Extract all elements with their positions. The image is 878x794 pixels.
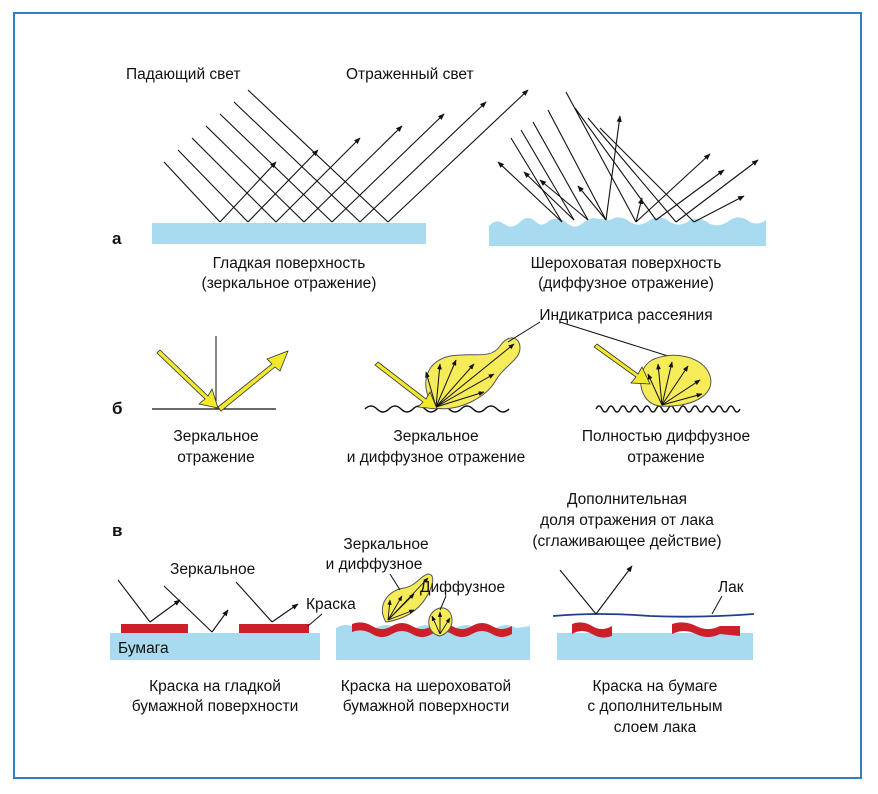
caption-rough-line-2: бумажной поверхности xyxy=(343,698,509,715)
indicatrix-label: Индикатриса рассеяния xyxy=(539,307,712,324)
varnish-pointer xyxy=(711,595,723,615)
caption-varnish-line-1: Краска на бумаге xyxy=(593,678,718,695)
rough-caption-line-1: Шероховатая поверхность xyxy=(531,255,722,272)
mirror-caption-line-1: Зеркальное xyxy=(173,428,258,445)
caption-varnish-line-3: слоем лака xyxy=(614,719,697,736)
mirror-caption-line-2: отражение xyxy=(177,449,254,466)
caption-smooth-line-1: Краска на гладкой xyxy=(149,678,281,695)
ink-patch-2 xyxy=(239,624,309,633)
varnish-paper xyxy=(557,633,753,660)
reflected-light-label: Отраженный свет xyxy=(346,66,474,83)
rough-caption-line-2: (диффузное отражение) xyxy=(538,275,714,292)
diffuse-reflection-diagram xyxy=(593,343,741,413)
incident-ray xyxy=(177,149,249,223)
smooth-caption-line-1: Гладкая поверхность xyxy=(213,255,366,272)
reflected-ray xyxy=(219,161,277,223)
smooth-surface-rays xyxy=(163,89,529,223)
section-a-letter: а xyxy=(112,229,122,248)
varnish-rays xyxy=(559,565,633,615)
smooth-surface xyxy=(152,223,426,244)
ink-label: Краска xyxy=(306,596,356,613)
incident-ray xyxy=(219,113,333,223)
varnish-layer xyxy=(552,613,755,618)
indicatrix-pointer-2 xyxy=(559,321,669,357)
diffuse-incident-arrow xyxy=(593,343,651,385)
varnish-note-line-1: Дополнительная xyxy=(567,491,687,508)
incident-ray xyxy=(247,89,389,223)
smooth-paper xyxy=(110,633,320,660)
ink-patch-1 xyxy=(121,624,188,633)
incident-beam-arrow xyxy=(156,349,219,409)
ink-pointer xyxy=(307,613,323,627)
mixed-label-line-2: и диффузное xyxy=(326,556,423,573)
rough-surface xyxy=(489,217,766,246)
diffuse-caption-line-1: Полностью диффузное xyxy=(582,428,750,445)
reflected-ray xyxy=(247,149,319,223)
varnish-ink-patch-2 xyxy=(672,622,740,637)
reflected-ray xyxy=(303,125,403,223)
mixed-incident-arrow xyxy=(374,361,438,410)
paper-label: Бумага xyxy=(118,640,169,657)
smooth-caption-line-2: (зеркальное отражение) xyxy=(202,275,377,292)
incident-ray xyxy=(205,125,305,223)
caption-smooth-line-2: бумажной поверхности xyxy=(132,698,298,715)
incident-light-label: Падающий свет xyxy=(126,66,240,83)
mixed-indicatrix-lobe xyxy=(425,337,521,410)
varnish-note-line-3: (сглаживающее действие) xyxy=(532,533,721,550)
diffuse-caption-line-2: отражение xyxy=(627,449,704,466)
varnish-ink-patch-1 xyxy=(572,622,612,638)
indicatrix-pointer-1 xyxy=(507,321,541,343)
reflected-ray xyxy=(387,89,529,223)
varnish-label: Лак xyxy=(718,579,744,596)
incident-ray xyxy=(233,101,361,223)
incident-ray xyxy=(163,161,221,223)
mixed-reflection-diagram xyxy=(364,337,521,413)
section-b: б Зеркальное отражение Индикат xyxy=(112,307,750,466)
caption-rough-line-1: Краска на шероховатой xyxy=(341,678,511,695)
mixed-caption-line-1: Зеркальное xyxy=(393,428,478,445)
section-b-letter: б xyxy=(112,399,123,418)
mixed-pointer xyxy=(389,573,401,591)
incident-ray xyxy=(191,137,277,223)
section-c-letter: в xyxy=(112,521,122,540)
reflected-ray xyxy=(331,113,445,223)
rough-surface-rays xyxy=(497,91,759,223)
diffuse-label: Диффузное xyxy=(420,579,505,596)
reflected-beam-arrow xyxy=(217,350,289,412)
mirror-reflection-diagram xyxy=(152,336,289,412)
reflected-ray xyxy=(359,101,487,223)
diffuse-pointer xyxy=(439,595,447,611)
section-c: в Зеркальное Краска Бумага Краска на гла… xyxy=(110,491,755,736)
section-a: а Падающий свет Отраженный свет Гладкая … xyxy=(112,66,766,292)
varnish-note-line-2: доля отражения от лака xyxy=(540,512,714,529)
mixed-caption-line-2: и диффузное отражение xyxy=(347,449,525,466)
smooth-paper-rays xyxy=(117,579,299,633)
figure-frame xyxy=(13,12,862,779)
mixed-label-line-1: Зеркальное xyxy=(343,536,428,553)
specular-label: Зеркальное xyxy=(170,561,255,578)
caption-varnish-line-2: с дополнительным xyxy=(587,698,722,715)
